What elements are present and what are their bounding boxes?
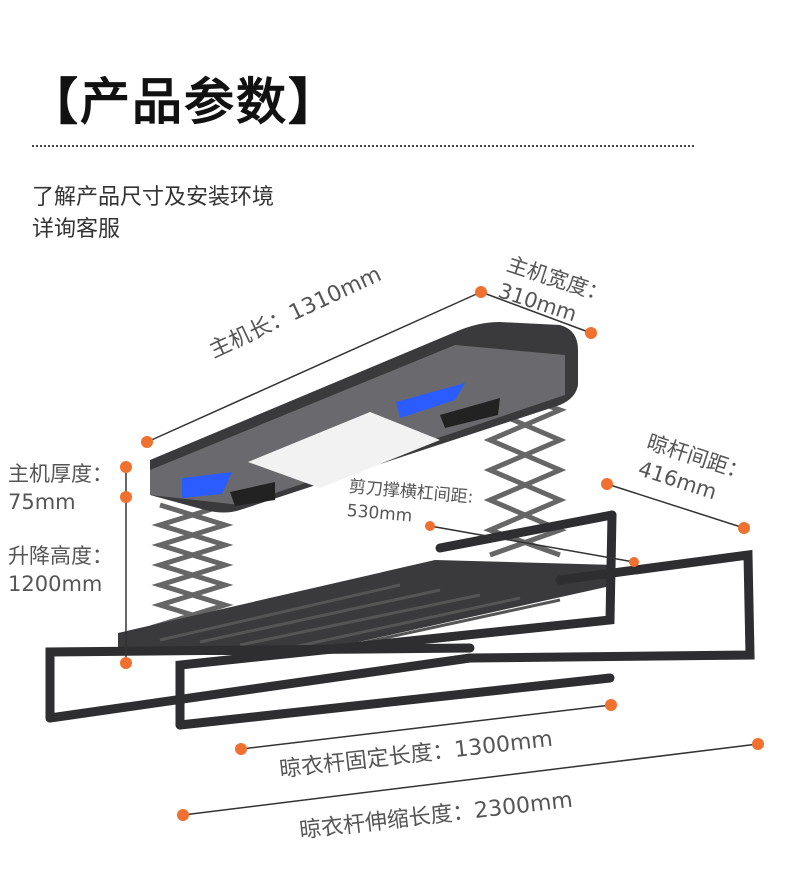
subtitle-line-1: 了解产品尺寸及安装环境 xyxy=(32,185,275,210)
page-title: 【产品参数】 xyxy=(28,73,340,131)
drying-rack xyxy=(45,510,755,730)
lift-value: 1200mm xyxy=(8,572,103,596)
thickness-label-text: 主机厚度： xyxy=(8,462,113,486)
subtitle: 了解产品尺寸及安装环境 详询客服 xyxy=(32,182,274,246)
dot-width-end xyxy=(585,327,597,339)
dotted-divider xyxy=(32,145,694,147)
thickness-label: 主机厚度： 75mm xyxy=(8,460,113,516)
lift-label-text: 升降高度： xyxy=(8,544,113,568)
dimension-lines xyxy=(125,291,759,816)
lift-label: 升降高度： 1200mm xyxy=(8,542,113,598)
subtitle-line-2: 详询客服 xyxy=(32,217,121,242)
dot-length-end xyxy=(475,286,487,298)
thickness-value: 75mm xyxy=(8,490,76,514)
main-housing xyxy=(150,322,578,513)
dimension-dots xyxy=(120,286,764,821)
dot-length-start xyxy=(141,436,153,448)
